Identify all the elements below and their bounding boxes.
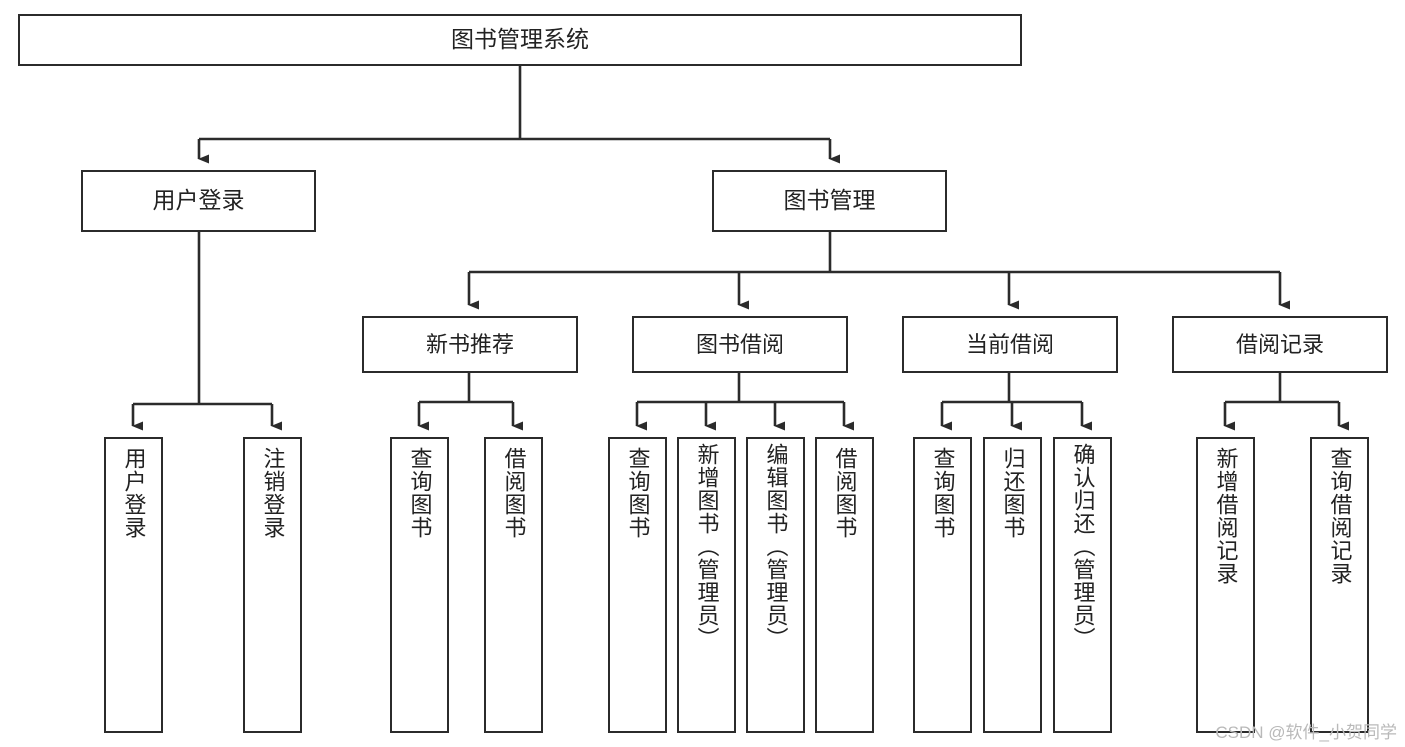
leaf-borrow-books[interactable]: 借阅图书 xyxy=(815,437,874,733)
node-book-borrow[interactable]: 图书借阅 xyxy=(632,316,848,373)
leaf-edit-book-admin-label: 编辑图书（管理员） xyxy=(763,443,789,650)
leaf-query-borrow-record[interactable]: 查询借阅记录 xyxy=(1310,437,1369,733)
node-new-book-recommend[interactable]: 新书推荐 xyxy=(362,316,578,373)
watermark: CSDN @软件_小贺同学 xyxy=(1215,723,1397,742)
node-borrow-records-label: 借阅记录 xyxy=(1235,331,1324,357)
node-root-label: 图书管理系统 xyxy=(451,26,589,53)
node-root[interactable]: 图书管理系统 xyxy=(18,14,1022,66)
node-book-management-label: 图书管理 xyxy=(783,187,876,214)
leaf-confirm-return-admin[interactable]: 确认归还（管理员） xyxy=(1053,437,1112,733)
node-current-borrow[interactable]: 当前借阅 xyxy=(902,316,1118,373)
leaf-return-books[interactable]: 归还图书 xyxy=(983,437,1042,733)
leaf-edit-book-admin[interactable]: 编辑图书（管理员） xyxy=(746,437,805,733)
node-book-management[interactable]: 图书管理 xyxy=(712,170,947,232)
connector-group-borrow xyxy=(635,373,854,431)
leaf-borrow-books-label: 借阅图书 xyxy=(832,447,858,539)
leaf-query-books-borrow-label: 查询图书 xyxy=(625,447,651,539)
leaf-borrow-books-new[interactable]: 借阅图书 xyxy=(484,437,543,733)
connector-group-records xyxy=(1223,373,1349,431)
leaf-borrow-books-new-label: 借阅图书 xyxy=(501,447,527,539)
leaf-query-books-new[interactable]: 查询图书 xyxy=(390,437,449,733)
leaf-logout-label: 注销登录 xyxy=(260,447,286,539)
leaf-add-book-admin-label: 新增图书（管理员） xyxy=(694,443,720,650)
connector-group-current xyxy=(940,373,1092,431)
connector-group-new-books xyxy=(417,373,523,431)
node-user-login[interactable]: 用户登录 xyxy=(81,170,316,232)
leaf-add-book-admin[interactable]: 新增图书（管理员） xyxy=(677,437,736,733)
leaf-add-borrow-record-label: 新增借阅记录 xyxy=(1213,447,1239,585)
connector-group-book-mgmt xyxy=(467,232,1290,310)
node-borrow-records[interactable]: 借阅记录 xyxy=(1172,316,1388,373)
leaf-return-books-label: 归还图书 xyxy=(1000,447,1026,539)
leaf-query-books-borrow[interactable]: 查询图书 xyxy=(608,437,667,733)
leaf-query-books-current[interactable]: 查询图书 xyxy=(913,437,972,733)
connector-group-root xyxy=(197,66,840,164)
node-book-borrow-label: 图书借阅 xyxy=(695,331,784,357)
leaf-query-books-new-label: 查询图书 xyxy=(407,447,433,539)
leaf-confirm-return-admin-label: 确认归还（管理员） xyxy=(1070,443,1096,650)
leaf-add-borrow-record[interactable]: 新增借阅记录 xyxy=(1196,437,1255,733)
leaf-query-books-current-label: 查询图书 xyxy=(930,447,956,539)
node-new-book-recommend-label: 新书推荐 xyxy=(425,331,514,357)
node-current-borrow-label: 当前借阅 xyxy=(965,331,1054,357)
connector-group-user-login xyxy=(131,232,282,431)
node-user-login-label: 用户登录 xyxy=(152,187,245,214)
leaf-logout[interactable]: 注销登录 xyxy=(243,437,302,733)
leaf-query-borrow-record-label: 查询借阅记录 xyxy=(1327,447,1353,585)
leaf-user-login-label: 用户登录 xyxy=(121,447,147,539)
leaf-user-login[interactable]: 用户登录 xyxy=(104,437,163,733)
